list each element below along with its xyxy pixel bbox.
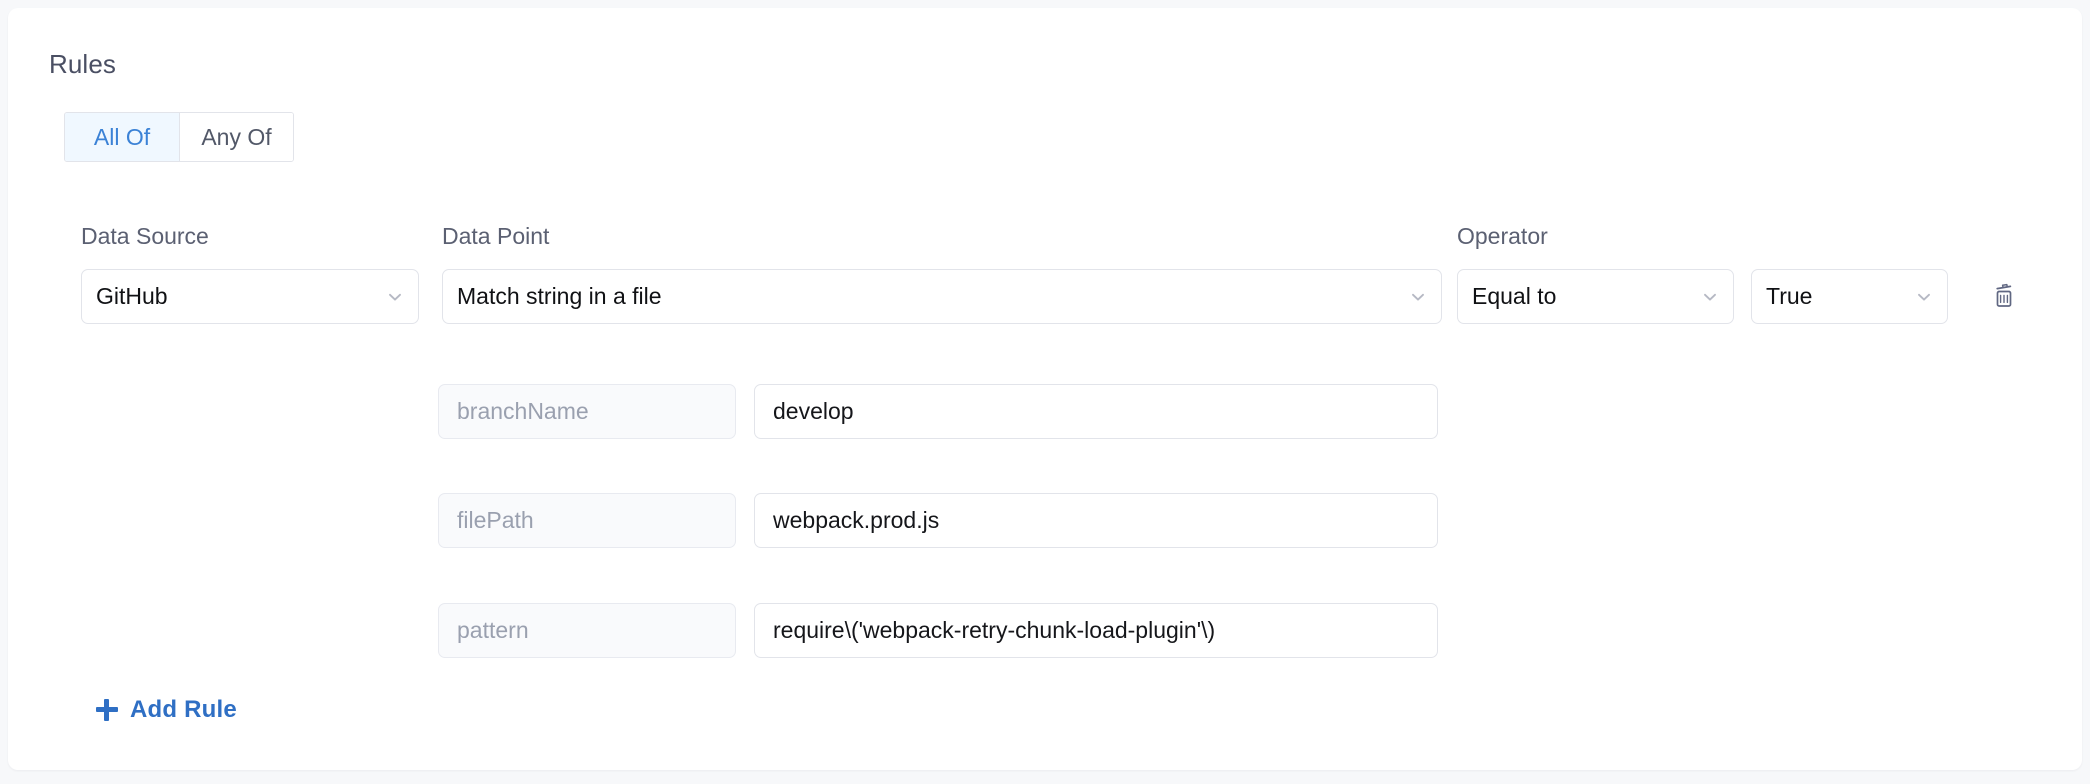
parameter-value-branchname[interactable]: develop bbox=[754, 384, 1438, 439]
data-point-select[interactable]: Match string in a file bbox=[442, 269, 1442, 324]
operator-value: Equal to bbox=[1472, 283, 1557, 309]
column-label-data-source: Data Source bbox=[81, 223, 209, 249]
data-source-select[interactable]: GitHub bbox=[81, 269, 419, 324]
chevron-down-icon bbox=[1409, 288, 1427, 306]
parameter-key-pattern: pattern bbox=[438, 603, 736, 658]
column-label-data-point: Data Point bbox=[442, 223, 550, 249]
trash-icon bbox=[1987, 279, 2021, 316]
parameter-value-filepath[interactable]: webpack.prod.js bbox=[754, 493, 1438, 548]
column-label-operator: Operator bbox=[1457, 223, 1548, 249]
add-rule-label: Add Rule bbox=[130, 696, 237, 723]
parameter-key-branchname: branchName bbox=[438, 384, 736, 439]
add-rule-button[interactable]: Add Rule bbox=[96, 696, 237, 724]
operator-value-select[interactable]: True bbox=[1751, 269, 1948, 324]
operator-select[interactable]: Equal to bbox=[1457, 269, 1734, 324]
parameter-value-pattern[interactable]: require\('webpack-retry-chunk-load-plugi… bbox=[754, 603, 1438, 658]
page-title: Rules bbox=[49, 49, 116, 79]
tab-all-of[interactable]: All Of bbox=[65, 113, 179, 161]
rules-panel: Rules All Of Any Of Data Source Data Poi… bbox=[8, 8, 2082, 770]
parameter-key-filepath: filePath bbox=[438, 493, 736, 548]
match-mode-segmented-control: All Of Any Of bbox=[64, 112, 294, 162]
plus-icon bbox=[96, 699, 118, 721]
data-source-value: GitHub bbox=[96, 283, 168, 309]
data-point-value: Match string in a file bbox=[457, 283, 662, 309]
delete-rule-button[interactable] bbox=[1983, 276, 2025, 318]
chevron-down-icon bbox=[1915, 288, 1933, 306]
rule-value: True bbox=[1766, 283, 1813, 309]
chevron-down-icon bbox=[386, 288, 404, 306]
chevron-down-icon bbox=[1701, 288, 1719, 306]
tab-any-of[interactable]: Any Of bbox=[179, 113, 293, 161]
